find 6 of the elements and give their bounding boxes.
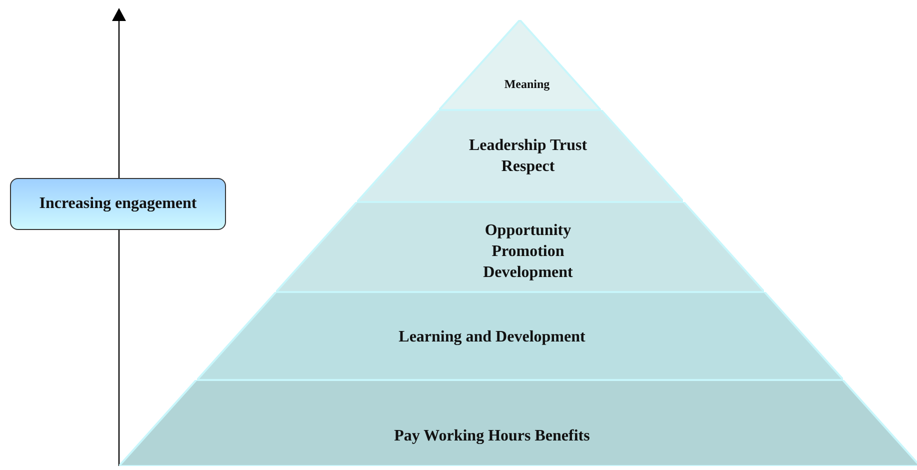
layer-label: Leadership Trust Respect bbox=[468, 136, 588, 177]
label-box: Increasing engagement bbox=[10, 178, 226, 230]
layer-label: Pay Working Hours Benefits bbox=[393, 426, 591, 447]
layer-label: Learning and Development bbox=[398, 328, 586, 348]
layer-label: Opportunity Promotion Development bbox=[482, 220, 574, 282]
layer-label: Meaning bbox=[503, 77, 551, 93]
